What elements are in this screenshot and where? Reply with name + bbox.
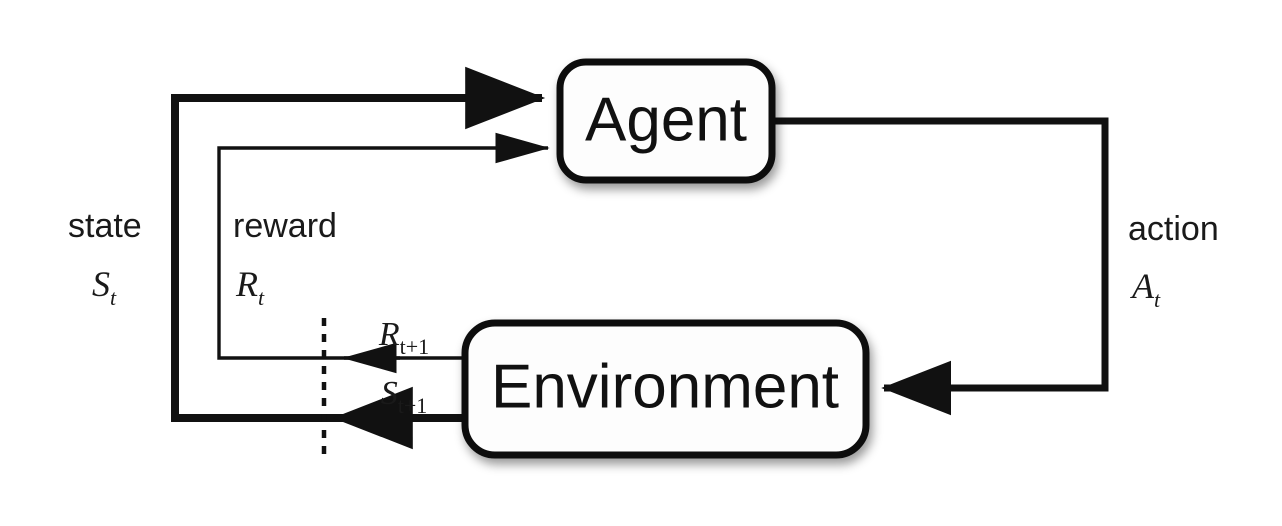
reward-word: reward (233, 207, 337, 245)
reward-next-group: Rt+1 (378, 316, 429, 359)
state-next-symbol: S (381, 375, 398, 412)
reward-symbol-group: Rt (235, 264, 265, 310)
label-action: action At (1128, 210, 1219, 312)
label-state: state St (68, 207, 142, 310)
action-symbol: A (1130, 266, 1155, 306)
node-environment[interactable]: Environment (461, 319, 870, 459)
reward-next-subscript: t+1 (400, 334, 430, 359)
reward-next-symbol: R (378, 316, 400, 353)
reward-subscript: t (258, 285, 265, 310)
action-symbol-group: At (1130, 266, 1161, 312)
edge-state-feedback (171, 66, 546, 450)
state-next-subscript: t+1 (398, 393, 428, 418)
state-symbol-group: St (92, 264, 117, 310)
edge-reward-feedback (217, 132, 550, 374)
agent-box[interactable] (556, 58, 776, 184)
state-next-group: St+1 (381, 375, 428, 418)
action-subscript: t (1154, 287, 1161, 312)
label-reward: reward Rt (233, 207, 337, 310)
action-word: action (1128, 210, 1219, 248)
state-symbol: S (92, 264, 110, 304)
state-word: state (68, 207, 142, 245)
agent-label: Agent (585, 85, 747, 154)
environment-box[interactable] (461, 319, 870, 459)
label-state-next: St+1 (381, 375, 428, 418)
environment-label: Environment (491, 352, 839, 421)
edge-action (772, 117, 1109, 416)
label-reward-next: Rt+1 (378, 316, 429, 359)
state-subscript: t (110, 285, 117, 310)
node-agent[interactable]: Agent (556, 58, 776, 184)
reward-symbol: R (235, 264, 258, 304)
